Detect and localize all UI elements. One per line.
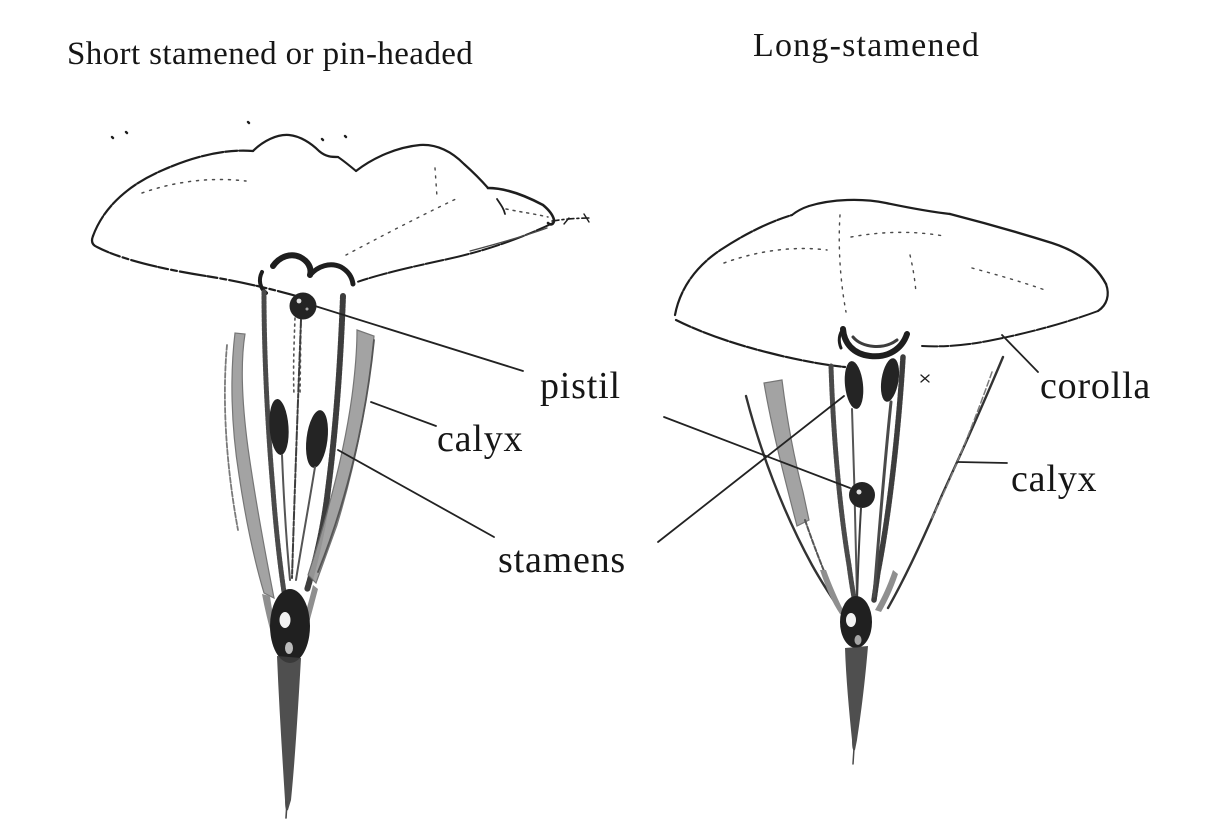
left-corolla-mouth-collar-right <box>307 262 356 287</box>
right-corolla-mouth-inner <box>851 335 899 348</box>
right-corolla-left-wing-top <box>673 213 794 317</box>
left-corolla-tip-inner-dots <box>505 208 549 218</box>
left-anther-1 <box>269 399 289 455</box>
left-corolla-left-wing-bottom <box>90 234 302 299</box>
stamens-leader-left <box>337 449 495 538</box>
right-calyx-sepal-left <box>763 379 810 527</box>
left-corolla-right-petal-top <box>354 143 490 190</box>
right-corolla-right-wing-bottom <box>921 310 1099 348</box>
right-calyx-tip-right <box>875 570 898 612</box>
left-corolla-tip-hook <box>496 198 506 215</box>
right-corolla-right-wing-crease <box>971 267 1046 291</box>
right-panel-title: Long-stamened <box>753 27 981 64</box>
right-corolla-mouth-left-horn <box>837 327 845 350</box>
right-calyx-tip-left <box>820 570 846 616</box>
left-ovary-hole-2 <box>285 642 293 654</box>
right-anther-2 <box>880 358 900 402</box>
right-style <box>856 507 862 601</box>
pistil-leader-left <box>314 305 524 372</box>
left-corolla-right-wing-bottom-sketch <box>469 227 548 252</box>
right-filament-2 <box>872 400 893 598</box>
left-corolla-tip-tick-marks <box>563 213 590 225</box>
left-panel-title: Short stamened or pin-headed <box>67 36 474 72</box>
left-flower-drawing <box>90 120 592 819</box>
right-ovary-hole-2 <box>854 635 862 645</box>
right-stem-fray <box>852 747 855 765</box>
right-pistil-head <box>849 482 875 508</box>
right-calyx-inner-right-line <box>931 371 993 519</box>
label-stamens: stamens <box>498 539 627 581</box>
corolla-leader <box>1001 334 1039 373</box>
left-anther-2 <box>305 410 329 468</box>
right-corolla-center-crease <box>838 214 945 313</box>
left-corolla-left-wing-top <box>91 149 255 238</box>
stamens-leader-right <box>657 395 845 543</box>
right-calyx-outer-right-line <box>886 355 1005 610</box>
label-pistil: pistil <box>540 365 621 407</box>
left-corolla-fold-crease-dots <box>345 167 459 256</box>
left-pistil-head-highlight-2 <box>305 307 309 311</box>
right-stem <box>845 646 868 751</box>
right-ovary <box>840 596 872 648</box>
right-corolla-mouth-collar <box>840 326 910 360</box>
label-calyx-right: calyx <box>1011 458 1098 500</box>
right-corolla-left-wing-bottom <box>674 318 847 369</box>
left-corolla-petal-notch <box>337 156 357 172</box>
left-filament-2 <box>295 466 316 581</box>
left-corolla-right-tip-outer <box>486 186 556 226</box>
calyx-leader-right <box>957 461 1008 464</box>
right-pistil-head-highlight <box>856 489 862 495</box>
left-tube-left-edge <box>261 289 287 595</box>
label-corolla: corolla <box>1040 365 1152 407</box>
left-style <box>291 319 302 579</box>
left-corolla-speckles <box>110 120 348 142</box>
calyx-leader-left <box>370 401 437 427</box>
right-corolla-x-mark <box>920 374 930 383</box>
left-corolla-tip-extension <box>551 217 592 222</box>
left-calyx-outer-line <box>223 344 239 531</box>
right-corolla-right-tip <box>1096 282 1109 313</box>
right-flower-drawing <box>673 198 1109 765</box>
left-pistil-head-highlight <box>296 298 302 304</box>
left-corolla-right-wing-bottom <box>356 222 554 283</box>
left-filament-1 <box>281 454 291 581</box>
left-corolla-left-wing-crease <box>141 178 247 194</box>
left-corolla-center-petal-top <box>251 133 340 159</box>
left-pistil-head <box>289 292 317 320</box>
right-anther-1 <box>844 361 864 409</box>
pistil-leader-right <box>663 416 851 489</box>
left-stem <box>277 656 301 811</box>
right-tube-right-edge <box>871 354 906 603</box>
left-stem-fray <box>285 801 288 819</box>
right-tube-left-edge <box>828 363 858 605</box>
left-corolla-mouth-collar <box>270 252 314 278</box>
right-corolla-right-wing-top <box>948 212 1108 286</box>
left-calyx-sepal-left <box>231 332 275 600</box>
left-ovary-hole <box>279 612 291 628</box>
right-corolla-center-petal-top <box>807 198 952 216</box>
right-corolla-left-wing-crease <box>723 247 828 264</box>
leader-lines <box>314 305 1039 543</box>
label-calyx-left: calyx <box>437 418 524 460</box>
right-ovary-hole <box>846 613 856 627</box>
left-ovary <box>270 589 310 663</box>
right-corolla-petal-notch <box>791 205 810 216</box>
